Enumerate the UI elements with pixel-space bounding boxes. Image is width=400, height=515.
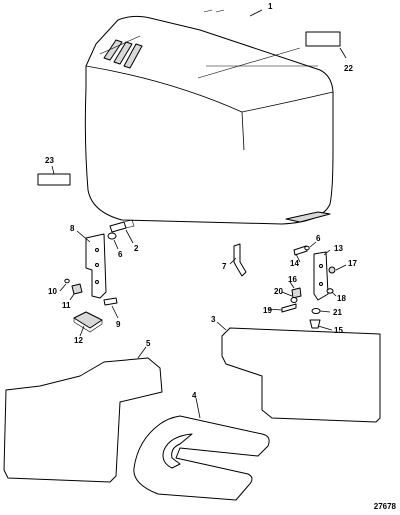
callout-23: 23 [45, 156, 54, 165]
callout-10: 10 [48, 287, 57, 296]
top-cowl [84, 9, 334, 225]
callout-21: 21 [333, 308, 342, 317]
callout-15: 15 [334, 326, 343, 335]
callout-5: 5 [146, 339, 151, 348]
decal-22 [305, 31, 341, 47]
callout-6-left: 6 [118, 250, 123, 259]
clip-7 [233, 243, 247, 277]
callout-20: 20 [274, 287, 283, 296]
callout-18: 18 [337, 294, 346, 303]
callout-13: 13 [334, 244, 343, 253]
callout-19: 19 [263, 306, 272, 315]
latch-bracket-left [64, 219, 135, 333]
seal-4 [133, 415, 270, 501]
callout-14: 14 [290, 259, 299, 268]
leader-lines [51, 9, 347, 419]
callout-6-right: 6 [316, 234, 321, 243]
decal-23 [37, 173, 71, 186]
callout-7: 7 [222, 262, 227, 271]
latch-bracket-right [281, 245, 336, 329]
callout-4: 4 [192, 391, 197, 400]
callout-22: 22 [344, 64, 353, 73]
callout-8: 8 [70, 224, 75, 233]
callout-2: 2 [134, 244, 139, 253]
callout-3: 3 [211, 315, 216, 324]
callouts: 1 2 3 4 5 6 6 7 8 9 10 11 12 13 14 15 16… [45, 2, 357, 400]
callout-11: 11 [62, 301, 71, 310]
seal-3 [221, 327, 381, 423]
callout-12: 12 [74, 336, 83, 345]
callout-1: 1 [268, 2, 273, 11]
callout-9: 9 [116, 320, 121, 329]
callout-16: 16 [288, 275, 297, 284]
figure-number: 27678 [374, 502, 397, 511]
callout-17: 17 [348, 259, 357, 268]
seal-5 [3, 357, 163, 483]
